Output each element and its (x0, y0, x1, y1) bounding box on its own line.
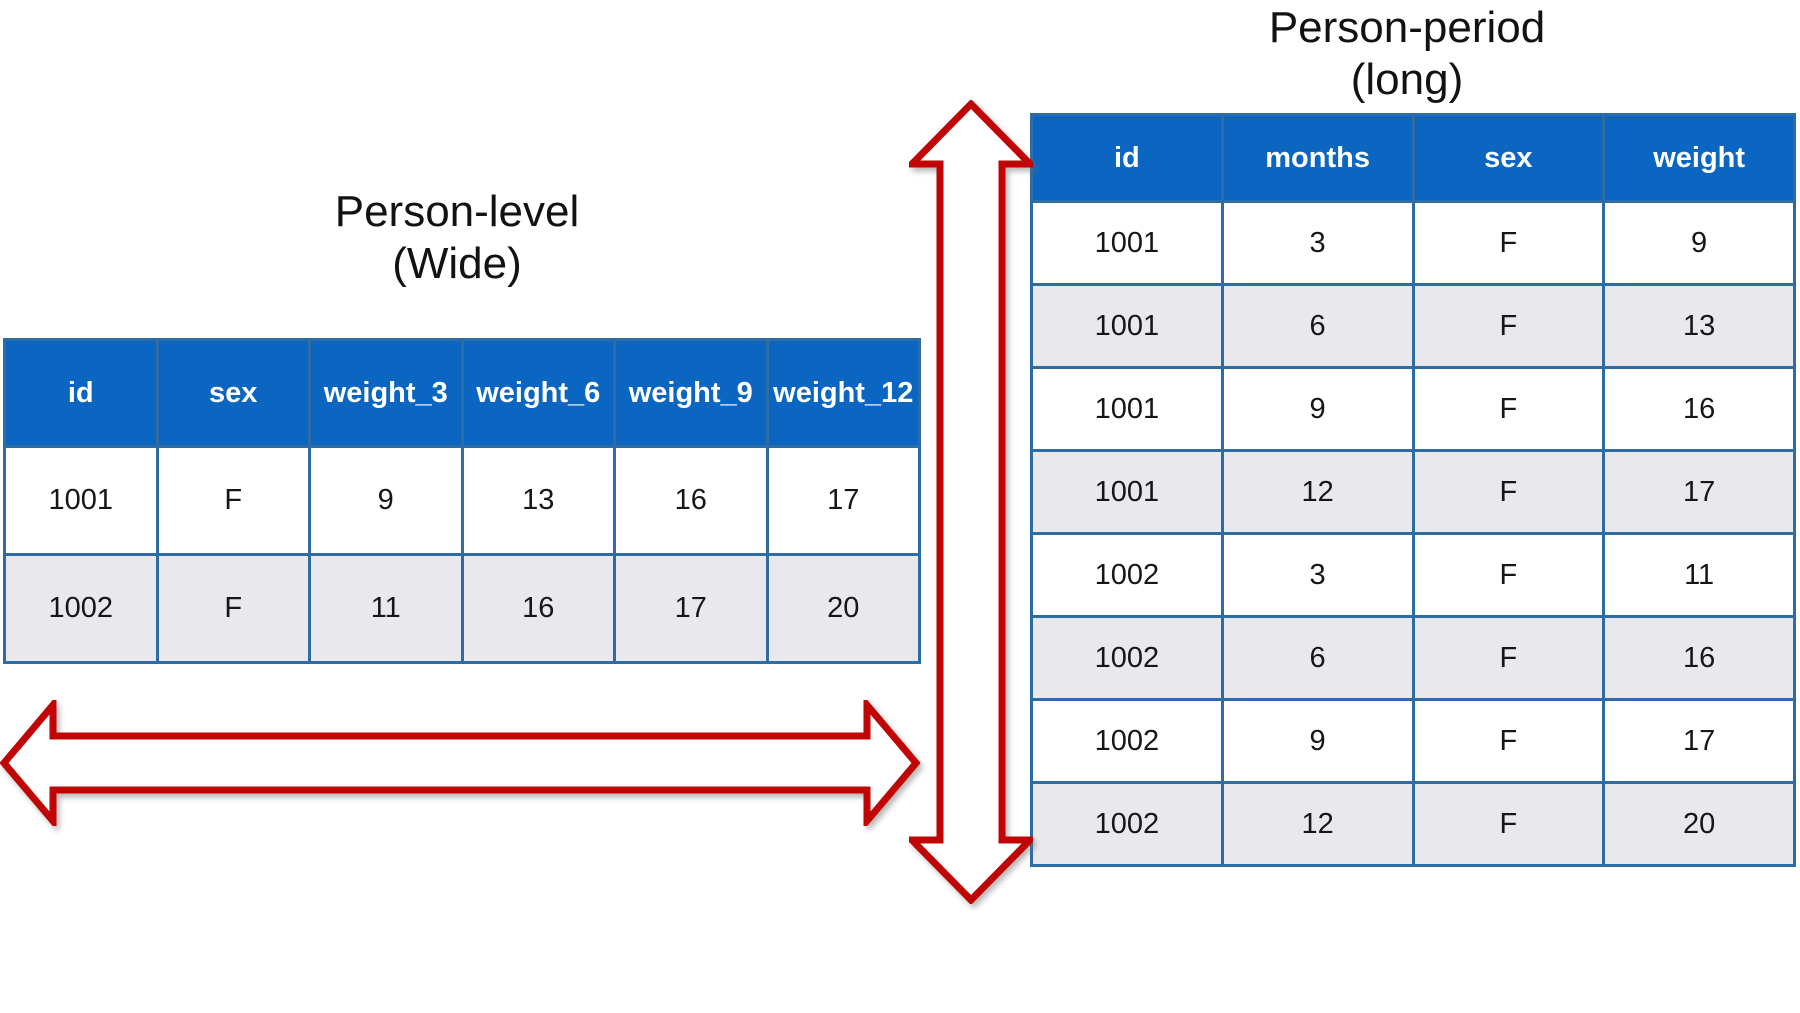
person-period-long-table: id months sex weight 1001 3 F 9 1001 6 F… (1030, 113, 1796, 867)
table-cell: 11 (308, 553, 464, 664)
table-row: 1002 F 11 16 17 20 (3, 553, 921, 664)
wide-table-title-line2: (Wide) (392, 238, 522, 288)
table-cell: 1001 (1030, 366, 1224, 452)
table-row: 1002 3 F 11 (1030, 532, 1796, 618)
table-cell: 1001 (1030, 283, 1224, 369)
table-cell: F (1411, 366, 1606, 452)
table-cell: 20 (1602, 781, 1796, 867)
wide-header-weight-12: weight_12 (765, 338, 921, 448)
table-cell: 12 (1220, 449, 1415, 535)
table-row: 1002 6 F 16 (1030, 615, 1796, 701)
table-cell: 3 (1220, 200, 1415, 286)
table-row: 1002 12 F 20 (1030, 781, 1796, 867)
table-cell: F (1411, 449, 1606, 535)
table-cell: 1002 (1030, 698, 1224, 784)
table-cell: 17 (613, 553, 769, 664)
table-cell: 16 (613, 445, 769, 556)
table-cell: 9 (308, 445, 464, 556)
table-cell: 9 (1220, 366, 1415, 452)
table-cell: 6 (1220, 283, 1415, 369)
table-cell: 9 (1602, 200, 1796, 286)
long-header-months: months (1220, 113, 1415, 203)
wide-header-row: id sex weight_3 weight_6 weight_9 weight… (3, 338, 921, 448)
wide-header-weight-3: weight_3 (308, 338, 464, 448)
table-cell: 13 (460, 445, 616, 556)
table-row: 1001 9 F 16 (1030, 366, 1796, 452)
table-cell: F (155, 553, 311, 664)
table-cell: F (1411, 698, 1606, 784)
wide-header-weight-9: weight_9 (613, 338, 769, 448)
table-cell: 17 (765, 445, 921, 556)
table-cell: 20 (765, 553, 921, 664)
wide-table-title-line1: Person-level (334, 187, 580, 236)
horizontal-double-arrow-icon (0, 700, 920, 826)
long-header-weight: weight (1602, 113, 1796, 203)
table-cell: 12 (1220, 781, 1415, 867)
long-header-sex: sex (1411, 113, 1606, 203)
wide-header-sex: sex (155, 338, 311, 448)
table-cell: 16 (1602, 615, 1796, 701)
table-cell: 1002 (1030, 781, 1224, 867)
table-cell: F (1411, 615, 1606, 701)
table-cell: 17 (1602, 698, 1796, 784)
table-cell: 11 (1602, 532, 1796, 618)
table-row: 1001 F 9 13 16 17 (3, 445, 921, 556)
table-cell: 1001 (1030, 200, 1224, 286)
table-cell: F (1411, 532, 1606, 618)
table-cell: F (1411, 283, 1606, 369)
table-cell: 1002 (1030, 532, 1224, 618)
long-header-row: id months sex weight (1030, 113, 1796, 203)
table-cell: 1002 (1030, 615, 1224, 701)
long-table-title-line1: Person-period (1268, 3, 1546, 52)
table-cell: 1001 (1030, 449, 1224, 535)
table-row: 1001 6 F 13 (1030, 283, 1796, 369)
table-row: 1001 12 F 17 (1030, 449, 1796, 535)
table-cell: F (1411, 781, 1606, 867)
table-cell: 3 (1220, 532, 1415, 618)
table-cell: 13 (1602, 283, 1796, 369)
table-cell: 17 (1602, 449, 1796, 535)
vertical-double-arrow-icon (909, 100, 1033, 904)
wide-header-id: id (3, 338, 159, 448)
long-table-title-line2: (long) (1350, 54, 1464, 104)
wide-table-title: Person-level (Wide) (157, 186, 757, 290)
table-row: 1001 3 F 9 (1030, 200, 1796, 286)
table-cell: 9 (1220, 698, 1415, 784)
table-row: 1002 9 F 17 (1030, 698, 1796, 784)
table-cell: 1001 (3, 445, 159, 556)
table-cell: 6 (1220, 615, 1415, 701)
table-cell: F (155, 445, 311, 556)
table-cell: 16 (460, 553, 616, 664)
table-cell: F (1411, 200, 1606, 286)
table-cell: 16 (1602, 366, 1796, 452)
long-header-id: id (1030, 113, 1224, 203)
table-cell: 1002 (3, 553, 159, 664)
wide-header-weight-6: weight_6 (460, 338, 616, 448)
person-level-wide-table: id sex weight_3 weight_6 weight_9 weight… (3, 338, 921, 664)
long-table-title: Person-period (long) (1107, 2, 1707, 106)
